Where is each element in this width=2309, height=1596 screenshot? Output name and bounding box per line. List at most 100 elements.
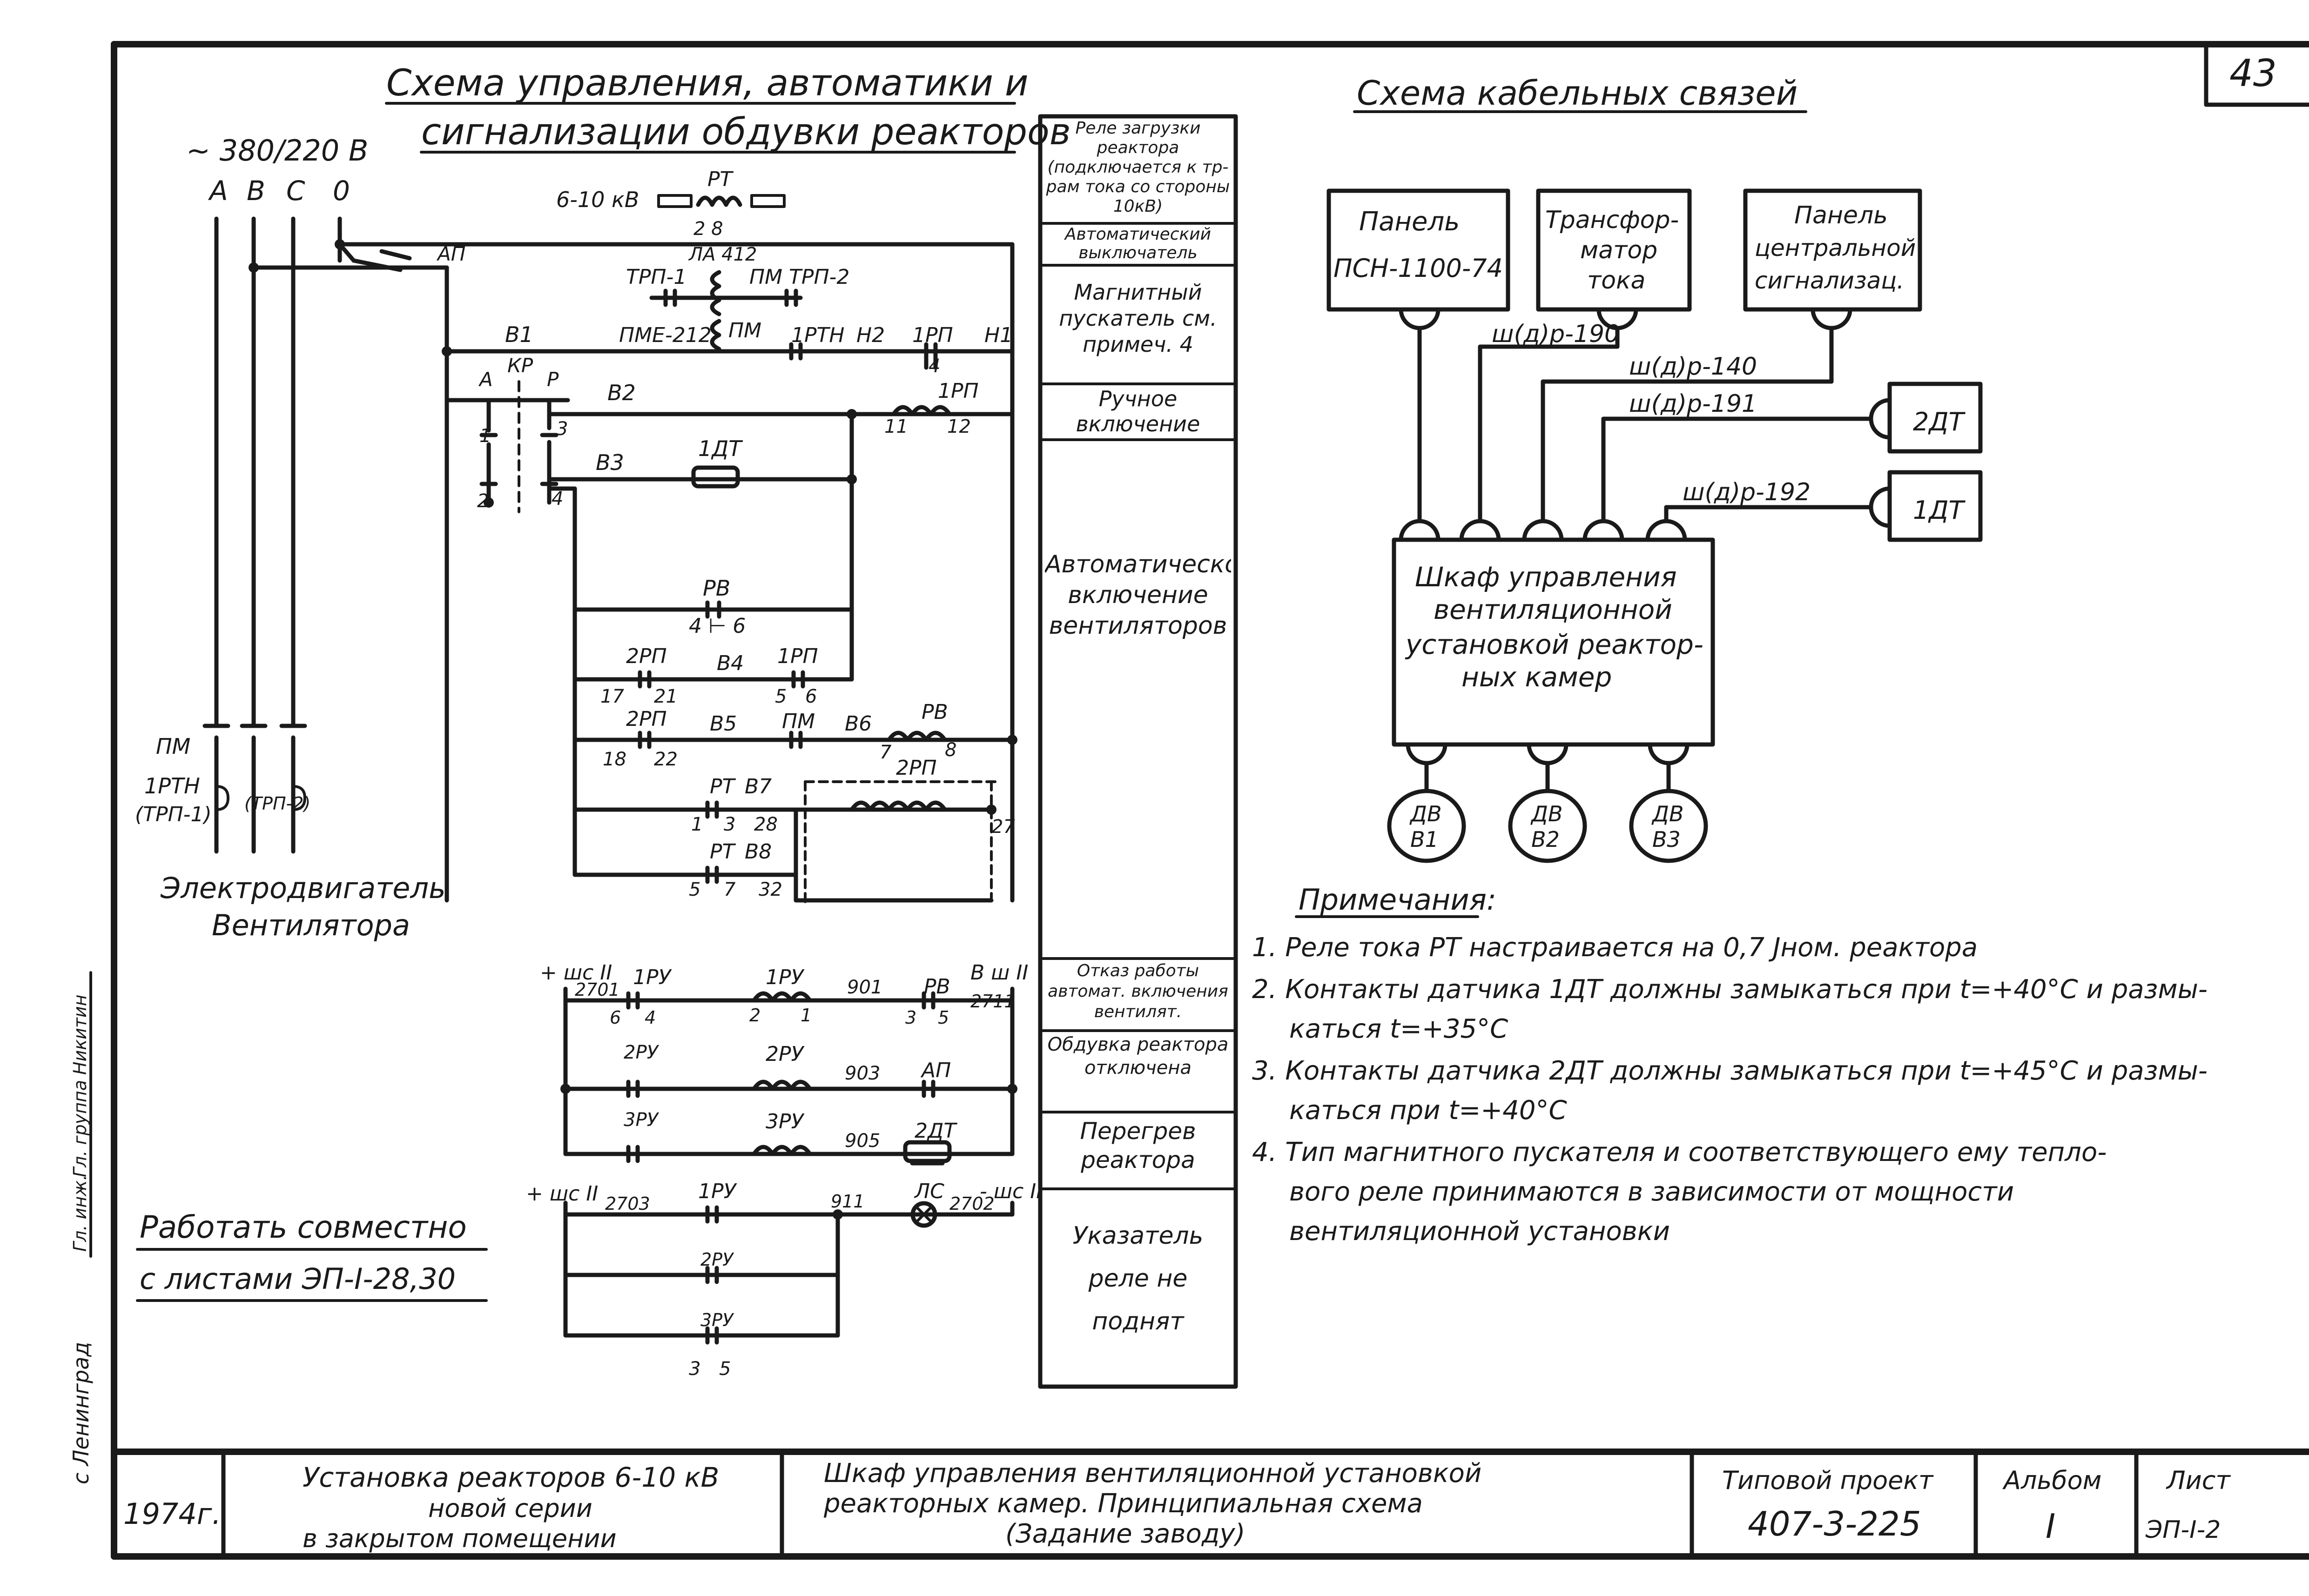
label-1ru-coil: 1РУ [766, 966, 805, 989]
legend-manual-on: Ручное включение [1076, 386, 1200, 436]
label-p4c: 4 [645, 1007, 656, 1028]
label-rv-pins: 4 ⊢ 6 [689, 614, 746, 638]
label-p3c: 3 [905, 1007, 916, 1028]
tb-drawing-line2: реакторных камер. Принципиальная схема [823, 1489, 1423, 1519]
motor-2-bottom: В2 [1531, 827, 1560, 852]
label-w2702: 2702 [949, 1194, 995, 1214]
legend-indicator: Указатель реле не поднят [1072, 1222, 1204, 1335]
note-line-2: 2. Контакты датчика 1ДТ должны замыкатьс… [1252, 974, 2208, 1005]
label-2ru: 2РУ [624, 1042, 660, 1063]
note-line-8: вентиляционной установки [1289, 1216, 1670, 1247]
phase-c: С [286, 175, 305, 207]
label-n1: Н1 [984, 323, 1013, 347]
legend-magnetic-starter: Магнитный пускатель см. примеч. 4 [1059, 280, 1217, 357]
label-rt-c: РТ [710, 840, 736, 864]
cable-scheme-title: Схема кабельных связей [1357, 74, 1797, 113]
title-block-lines [111, 1448, 2309, 1559]
note-line-6: 4. Тип магнитного пускателя и соответств… [1252, 1137, 2107, 1167]
work-with-line1: Работать совместно [140, 1209, 467, 1245]
label-p11: 11 [884, 416, 908, 437]
label-2dt: 2ДТ [915, 1119, 957, 1143]
label-shc1: + шс II [540, 961, 612, 985]
panel2-line1: Панель [1794, 201, 1888, 229]
label-shc2: + шс II [526, 1182, 598, 1206]
label-pm: ПМ [728, 319, 761, 342]
tb-typical-number: 407-3-225 [1748, 1504, 1921, 1543]
label-v8: В8 [745, 840, 772, 864]
label-ap: АП [436, 242, 465, 265]
left-margin: с Ленинград Гл. инж. Гл. группа Никитин [68, 971, 94, 1484]
label-trp1: ТРП-1 [626, 265, 687, 289]
motor-contact-trp2: (ТРП-2) [244, 793, 310, 814]
tb-typical-label: Типовой проект [1722, 1466, 1934, 1495]
cable-191: ш(д)р-191 [1629, 390, 1757, 418]
label-kr: КР [507, 354, 533, 377]
note-line-4: 3. Контакты датчика 2ДТ должны замыкатьс… [1252, 1056, 2208, 1086]
label-rt-b: РТ [710, 775, 736, 798]
label-p27: 27 [991, 816, 1015, 838]
panel1-line2: ПСН-1100-74 [1333, 254, 1503, 283]
tb-project-line3: в закрытом помещении [303, 1524, 617, 1553]
note-line-1: 1. Реле тока РТ настраивается на 0,7 Jно… [1252, 932, 1978, 963]
tb-sheet-label: Лист [2166, 1466, 2231, 1495]
tb-album-number: I [2046, 1507, 2055, 1546]
sheet-number: 43 [2229, 52, 2277, 95]
label-p17: 17 [600, 686, 624, 707]
label-rt-pins: 2 8 [693, 218, 723, 240]
tb-album-label: Альбом [2002, 1466, 2101, 1495]
phase-a: А [208, 175, 228, 207]
note-line-7: вого реле принимаются в зависимости от м… [1289, 1177, 2014, 1207]
label-p5c: 5 [938, 1007, 949, 1028]
margin-organization: с Ленинград [68, 1342, 94, 1484]
label-2ru-coil: 2РУ [766, 1042, 805, 1066]
label-2rp-c: 2РП [896, 756, 937, 780]
label-rt: РТ [707, 168, 734, 191]
label-ap-b: АП [920, 1059, 951, 1082]
label-1rp-coil: 1РП [938, 379, 979, 403]
mode-switch-kr [444, 380, 570, 513]
label-3ru-b: 3РУ [700, 1310, 734, 1330]
label-w2703: 2703 [605, 1194, 650, 1214]
motor-1-bottom: В1 [1410, 827, 1439, 852]
legend-overheat: Перегрев реактора [1080, 1118, 1196, 1174]
label-p28: 28 [754, 814, 778, 835]
label-p7b: 7 [724, 879, 736, 900]
motor-contacts [202, 724, 307, 854]
margin-signature-3: Никитин [70, 994, 90, 1075]
label-2rp-b: 2РП [626, 707, 667, 731]
phase-0: 0 [333, 175, 350, 207]
label-shc3: - шс II [980, 1180, 1042, 1203]
label-p4: 4 [552, 488, 563, 510]
label-p8: 8 [945, 739, 956, 761]
label-ls: ЛС [914, 1180, 944, 1203]
label-c11: 1 [801, 1005, 812, 1026]
cable-140: ш(д)р-140 [1629, 353, 1757, 381]
motor-contact-1rtn: 1РТН [144, 773, 200, 798]
note-line-5: каться при t=+40°С [1289, 1095, 1567, 1126]
legend-auto-fail: Отказ работы автомат. включения вентилят… [1048, 961, 1228, 1021]
motor-label-1: Электродвигатель [160, 871, 446, 905]
label-la412: ЛА 412 [688, 244, 757, 265]
motor-3-top: ДВ [1651, 801, 1684, 826]
label-p5b: 5 [689, 879, 700, 900]
label-v4: В4 [717, 651, 744, 675]
motor-1-top: ДВ [1409, 801, 1442, 826]
control-scheme-title-2: сигнализации обдувки реакторов [421, 111, 1071, 153]
tb-sheet-code: ЭП-I-2 [2145, 1516, 2221, 1544]
label-v1: В1 [505, 322, 533, 347]
starter-circuit [442, 270, 1015, 370]
label-rv-b: РВ [922, 700, 948, 724]
margin-signature-1: Гл. инж. [70, 1175, 90, 1252]
motor-3-bottom: В3 [1652, 827, 1681, 852]
panel2-line2: центральной [1755, 235, 1916, 262]
sensor-1dt: 1ДТ [1913, 496, 1966, 525]
label-p5: 5 [775, 686, 787, 707]
legend-blowing-off: Обдувка реактора отключена [1047, 1034, 1229, 1079]
tb-project-line2: новой серии [428, 1494, 592, 1523]
label-rv-c: РВ [924, 975, 950, 999]
label-p3: 3 [556, 418, 568, 440]
automatic-rungs [547, 477, 1017, 904]
cabinet-line1: Шкаф управления [1415, 561, 1677, 593]
